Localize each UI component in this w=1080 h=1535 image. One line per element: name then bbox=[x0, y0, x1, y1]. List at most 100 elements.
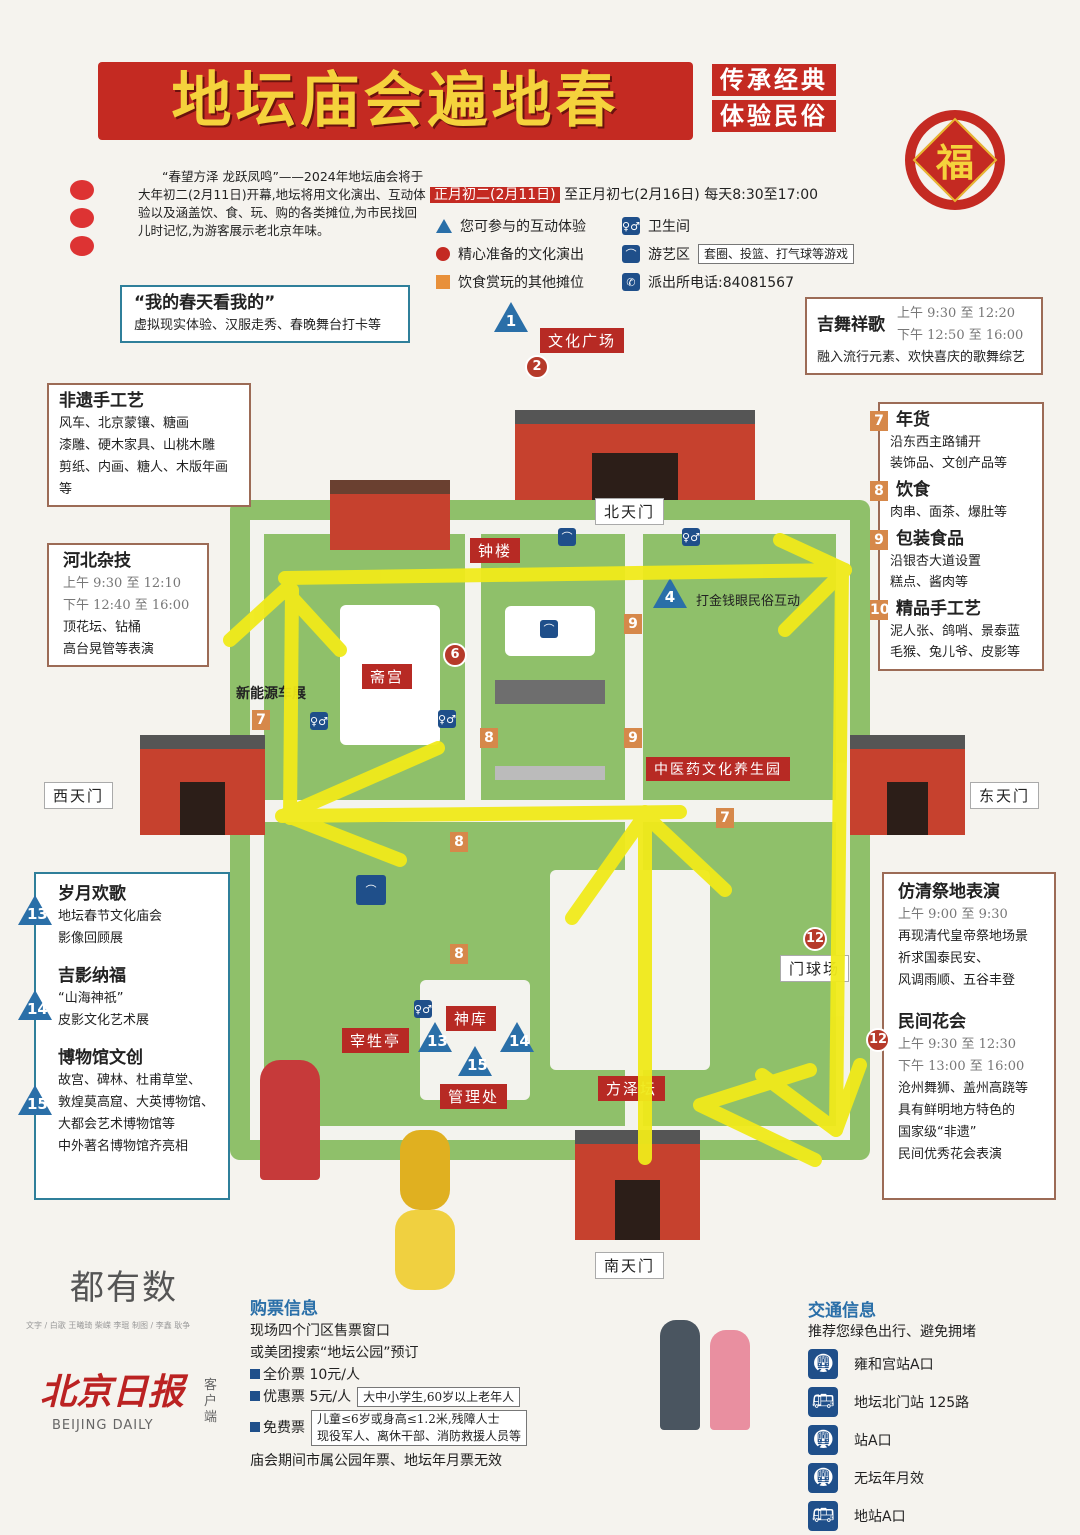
label-fangze: 方泽坛 bbox=[598, 1076, 666, 1101]
transport-item: 地坛北门站 125路 bbox=[854, 1395, 970, 1411]
callout-12-am: 上午 9:30 至 12:30 bbox=[898, 1037, 1017, 1052]
ticket-free-note: 现役军人、离休干部、消防救援人员等 bbox=[317, 1429, 522, 1443]
callout-13-15: 岁月欢歌 地坛春节文化庙会影像回顾展 吉影纳福 “山海神祇” 皮影文化艺术展 博物… bbox=[34, 872, 230, 1200]
transport-item: 地站A口 bbox=[854, 1509, 906, 1525]
stall-line: 毛猴、兔儿爷、皮影等 bbox=[890, 645, 1021, 660]
callout-6-line: 顶花坛、钻桶 bbox=[63, 620, 142, 635]
callout-12-line: 国家级“非遗” bbox=[898, 1125, 977, 1140]
intro-text: “春望方泽 龙跃凤鸣”——2024年地坛庙会将于大年初二(2月11日)开幕,地坛… bbox=[138, 169, 426, 238]
ticket-line: 现场四个门区售票窗口 bbox=[250, 1323, 390, 1339]
ticket-free: 免费票 bbox=[263, 1420, 305, 1436]
transport-item: 站A口 bbox=[854, 1433, 892, 1449]
fu-character: 福 bbox=[935, 140, 974, 185]
heritage-line: 剪纸、内画、糖人、木版年画等 bbox=[59, 460, 229, 497]
play-area-icon: ⌒ bbox=[356, 875, 386, 905]
callout-11-time: 上午 9:00 至 9:30 bbox=[898, 907, 1008, 922]
callout-15-title: 博物馆文创 bbox=[58, 1048, 143, 1068]
bus-icon: 🚌︎ bbox=[808, 1387, 838, 1417]
stall-line: 糕点、酱肉等 bbox=[890, 575, 969, 590]
marker-13: 13 bbox=[418, 1022, 452, 1052]
west-gate-building bbox=[140, 735, 265, 835]
marker-6: 6 bbox=[443, 643, 467, 667]
play-area-icon: ⌒ bbox=[558, 528, 576, 546]
label-culture-square: 文化广场 bbox=[540, 328, 625, 353]
circle-icon bbox=[436, 247, 450, 261]
ticket-full: 全价票 10元/人 bbox=[263, 1367, 360, 1383]
marker-1: 1 bbox=[494, 302, 528, 332]
callout-15-line: 敦煌莫高窟、大英博物馆、 bbox=[58, 1095, 215, 1110]
stall-line: 肉串、面茶、爆肚等 bbox=[890, 505, 1008, 520]
callout-13-line: 地坛春节文化庙会 bbox=[58, 909, 163, 924]
route-top bbox=[278, 563, 852, 585]
stall-marker: 7 bbox=[252, 710, 270, 730]
callout-6-line: 高台晃管等表演 bbox=[63, 642, 155, 657]
heritage-line: 风车、北京蒙镶、糖画 bbox=[59, 416, 190, 431]
stall-num: 10 bbox=[870, 600, 890, 620]
route-middle bbox=[275, 805, 687, 823]
schedule: 正月初二(2月11日) 至正月初七(2月16日) 每天8:30至17:00 bbox=[430, 184, 818, 204]
stall-title: 饮食 bbox=[896, 480, 930, 500]
label-zhaigong: 斋宫 bbox=[362, 664, 413, 689]
heritage-title: 非遗手工艺 bbox=[59, 391, 144, 411]
transport-item: 雍和宫站A口 bbox=[854, 1357, 934, 1373]
callout-6: 河北杂技 上午 9:30 至 12:10 下午 12:40 至 16:00 顶花… bbox=[47, 543, 209, 667]
chinese-knot-icon bbox=[905, 110, 1005, 210]
stall-line: 沿银杏大道设置 bbox=[890, 554, 982, 569]
beijing-daily-logo: 北京日报 bbox=[40, 1371, 185, 1413]
marker-4-desc: 打金钱眼民俗互动 bbox=[696, 594, 801, 609]
callout-13-badge: 13 bbox=[18, 895, 52, 925]
callout-1-title: “我的春天看我的” bbox=[134, 293, 276, 313]
label-east-gate: 东天门 bbox=[970, 782, 1040, 809]
label-bell-tower: 钟楼 bbox=[470, 538, 521, 563]
client-label: 客户端 bbox=[204, 1378, 218, 1425]
route-right-arrow bbox=[755, 1058, 867, 1137]
route-left bbox=[283, 583, 299, 825]
callout-14-title: 吉影纳福 bbox=[58, 966, 126, 986]
transport-subtitle: 推荐您绿色出行、避免拥堵 bbox=[808, 1324, 976, 1340]
label-south-gate: 南天门 bbox=[595, 1252, 665, 1279]
bus-icon: 🚌︎ bbox=[808, 1501, 838, 1531]
callout-2-pm: 下午 12:50 至 16:00 bbox=[897, 328, 1024, 343]
callout-13-line: 影像回顾展 bbox=[58, 931, 124, 946]
subtitle-2: 体验民俗 bbox=[712, 100, 836, 132]
label-north-gate: 北天门 bbox=[595, 498, 665, 525]
stall-line: 泥人张、鸽哨、景泰蓝 bbox=[890, 624, 1021, 639]
legend-police: 派出所电话:84081567 bbox=[648, 275, 794, 291]
stall-num: 7 bbox=[870, 411, 888, 431]
legend-left: 您可参与的互动体验 精心准备的文化演出 饮食赏玩的其他摊位 bbox=[436, 212, 586, 296]
legend-stalls: 饮食赏玩的其他摊位 bbox=[458, 275, 584, 291]
route-right bbox=[829, 563, 849, 1137]
label-west-gate: 西天门 bbox=[44, 782, 114, 809]
lion-dance-illustration bbox=[390, 1130, 460, 1290]
callout-13-title: 岁月欢歌 bbox=[58, 884, 126, 904]
callout-11-line: 祈求国泰民安、 bbox=[898, 951, 990, 966]
restroom-icon: ♀♂ bbox=[682, 528, 700, 546]
marker-14: 14 bbox=[500, 1022, 534, 1052]
triangle-icon bbox=[436, 219, 452, 233]
transport-item: 无坛年月效 bbox=[854, 1471, 924, 1487]
stall-line: 装饰品、文创产品等 bbox=[890, 456, 1008, 471]
stall-marker: 9 bbox=[624, 614, 642, 634]
marker-15: 15 bbox=[458, 1046, 492, 1076]
callout-14-line: 皮影文化艺术展 bbox=[58, 1013, 150, 1028]
play-area-icon: ⌒ bbox=[622, 245, 640, 263]
callout-15-badge: 15 bbox=[18, 1085, 52, 1115]
callout-14-line: “山海神祇” bbox=[58, 991, 124, 1006]
callout-12-line: 民间优秀花会表演 bbox=[898, 1147, 1003, 1162]
subway-icon: 🚇︎ bbox=[808, 1463, 838, 1493]
stall-line: 沿东西主路铺开 bbox=[890, 435, 982, 450]
pavilion bbox=[495, 680, 605, 780]
callout-6-title: 河北杂技 bbox=[63, 551, 131, 571]
marker-12: 12 bbox=[803, 927, 827, 951]
stall-marker: 8 bbox=[450, 944, 468, 964]
callout-12-line: 沧州舞狮、盖州高跷等 bbox=[898, 1081, 1029, 1096]
ticket-discount: 优惠票 5元/人 bbox=[263, 1389, 352, 1405]
callout-6-am: 上午 9:30 至 12:10 bbox=[63, 576, 182, 591]
beijing-daily-en: BEIJING DAILY bbox=[52, 1418, 154, 1433]
marker-14-num: 14 bbox=[509, 1032, 530, 1050]
marker-1-num: 1 bbox=[505, 312, 517, 330]
marker-2: 2 bbox=[525, 355, 549, 379]
